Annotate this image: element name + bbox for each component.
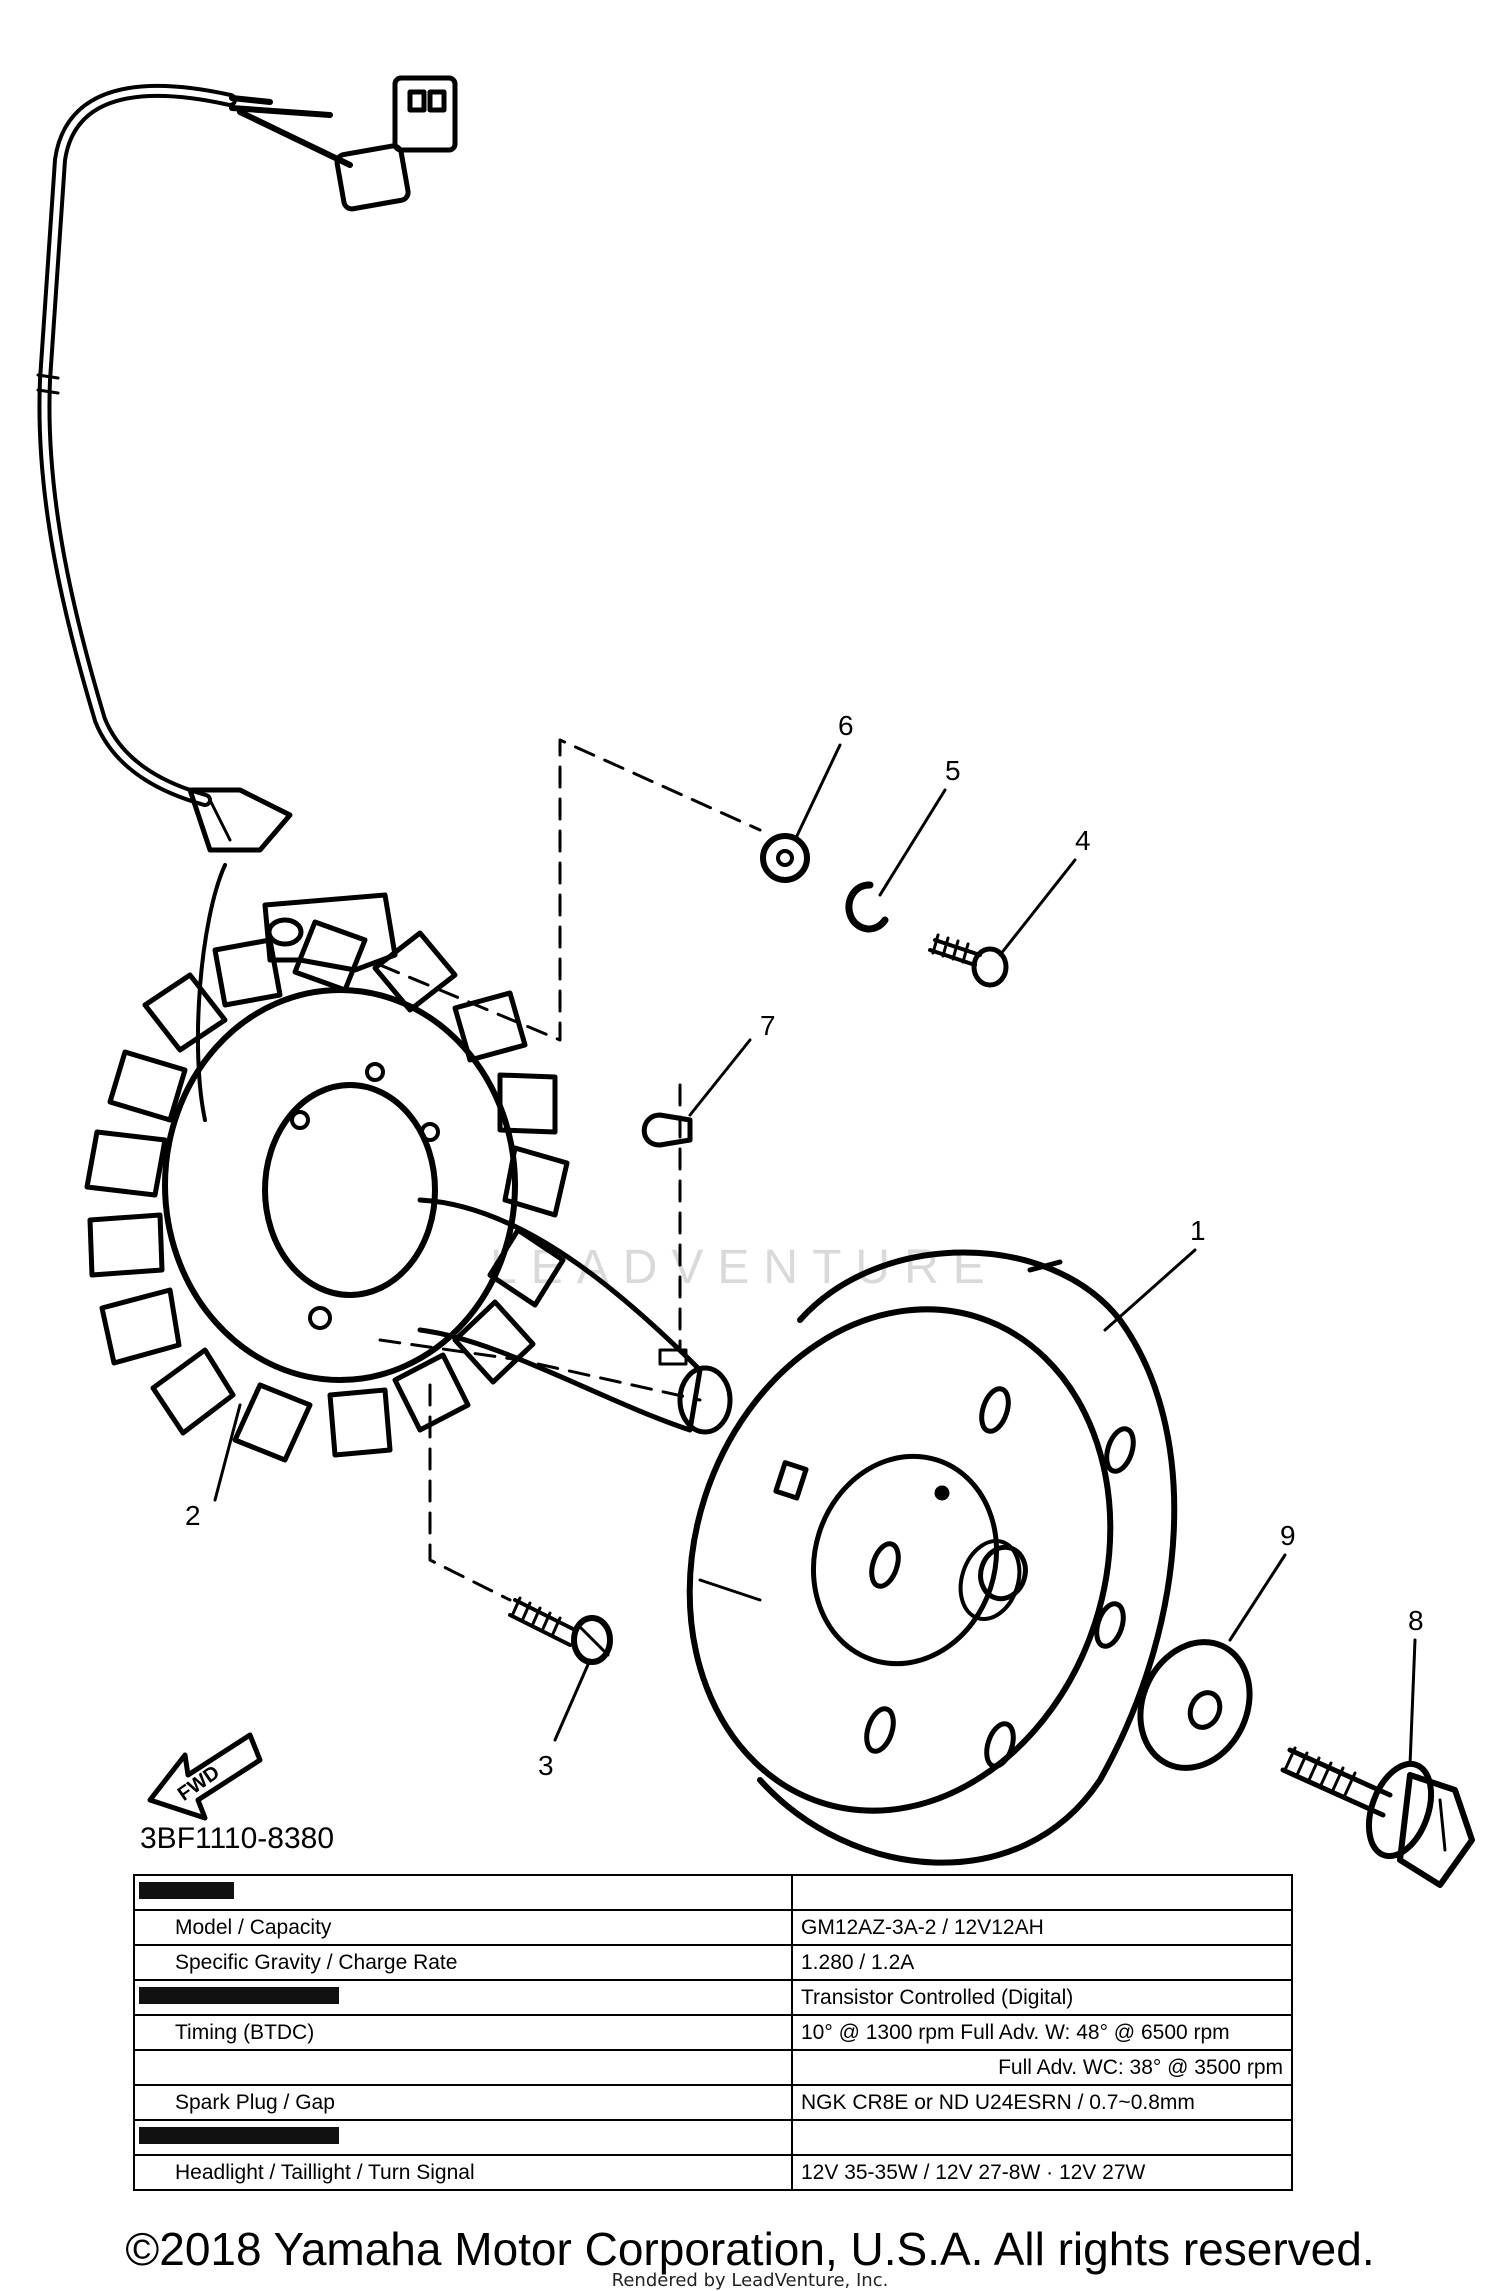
spec-value: NGK CR8E or ND U24ESRN / 0.7~0.8mm [791, 2084, 1293, 2121]
spec-value: Transistor Controlled (Digital) [791, 1979, 1293, 2016]
spec-label [133, 1979, 793, 2016]
plain-washer [760, 833, 810, 883]
spec-row [133, 1874, 1293, 1911]
fwd-arrow-icon [147, 1732, 263, 1821]
spec-value: 10° @ 1300 rpm Full Adv. W: 48° @ 6500 r… [791, 2014, 1293, 2051]
obscured-heading [139, 1881, 234, 1899]
spec-label [133, 2049, 793, 2086]
spec-label: Specific Gravity / Charge Rate [133, 1944, 793, 1981]
spec-label: Timing (BTDC) [133, 2014, 793, 2051]
spring-washer [845, 881, 889, 933]
diagram-part-code: 3BF1110-8380 [140, 1822, 335, 1855]
callout-8: 8 [1408, 1605, 1424, 1636]
spec-label [133, 2119, 793, 2156]
spec-row: Timing (BTDC)10° @ 1300 rpm Full Adv. W:… [133, 2014, 1293, 2051]
spec-value: GM12AZ-3A-2 / 12V12AH [791, 1909, 1293, 1946]
callout-2: 2 [185, 1500, 201, 1531]
pickup-coil-screw [928, 933, 1009, 988]
callout-6: 6 [838, 710, 854, 741]
rotor-washer [1137, 1639, 1253, 1771]
woodruff-key [641, 1112, 693, 1148]
stator-screw [508, 1596, 613, 1665]
spec-value [791, 2119, 1293, 2156]
spec-label: Model / Capacity [133, 1909, 793, 1946]
spec-value [791, 1874, 1293, 1911]
stator-assembly [84, 919, 570, 1463]
wire-harness [36, 75, 458, 853]
spec-value: 12V 35-35W / 12V 27-8W · 12V 27W [791, 2154, 1293, 2191]
rotor-bolt [1280, 1746, 1475, 1888]
spec-label [133, 1874, 793, 1911]
spec-row: Full Adv. WC: 38° @ 3500 rpm [133, 2049, 1293, 2086]
rendered-by-notice: Rendered by LeadVenture, Inc. [611, 2270, 889, 2291]
spec-value: 1.280 / 1.2A [791, 1944, 1293, 1981]
obscured-heading [139, 2126, 339, 2144]
spec-row [133, 2119, 1293, 2156]
callout-3: 3 [538, 1750, 554, 1781]
obscured-heading [139, 1986, 339, 2004]
spec-label: Spark Plug / Gap [133, 2084, 793, 2121]
callout-7: 7 [760, 1010, 776, 1041]
copyright-notice: ©2018 Yamaha Motor Corporation, U.S.A. A… [125, 2223, 1375, 2275]
callout-9: 9 [1280, 1520, 1296, 1551]
callout-5: 5 [945, 755, 961, 786]
spec-value: Full Adv. WC: 38° @ 3500 rpm [791, 2049, 1293, 2086]
crankshaft-taper [417, 1197, 733, 1435]
leadventure-watermark: LEADVENTURE [490, 1241, 999, 1294]
callout-4: 4 [1075, 825, 1091, 856]
flywheel-rotor [686, 1249, 1178, 1866]
spec-label: Headlight / Taillight / Turn Signal [133, 2154, 793, 2191]
callout-1: 1 [1190, 1215, 1206, 1246]
spec-row: Transistor Controlled (Digital) [133, 1979, 1293, 2016]
